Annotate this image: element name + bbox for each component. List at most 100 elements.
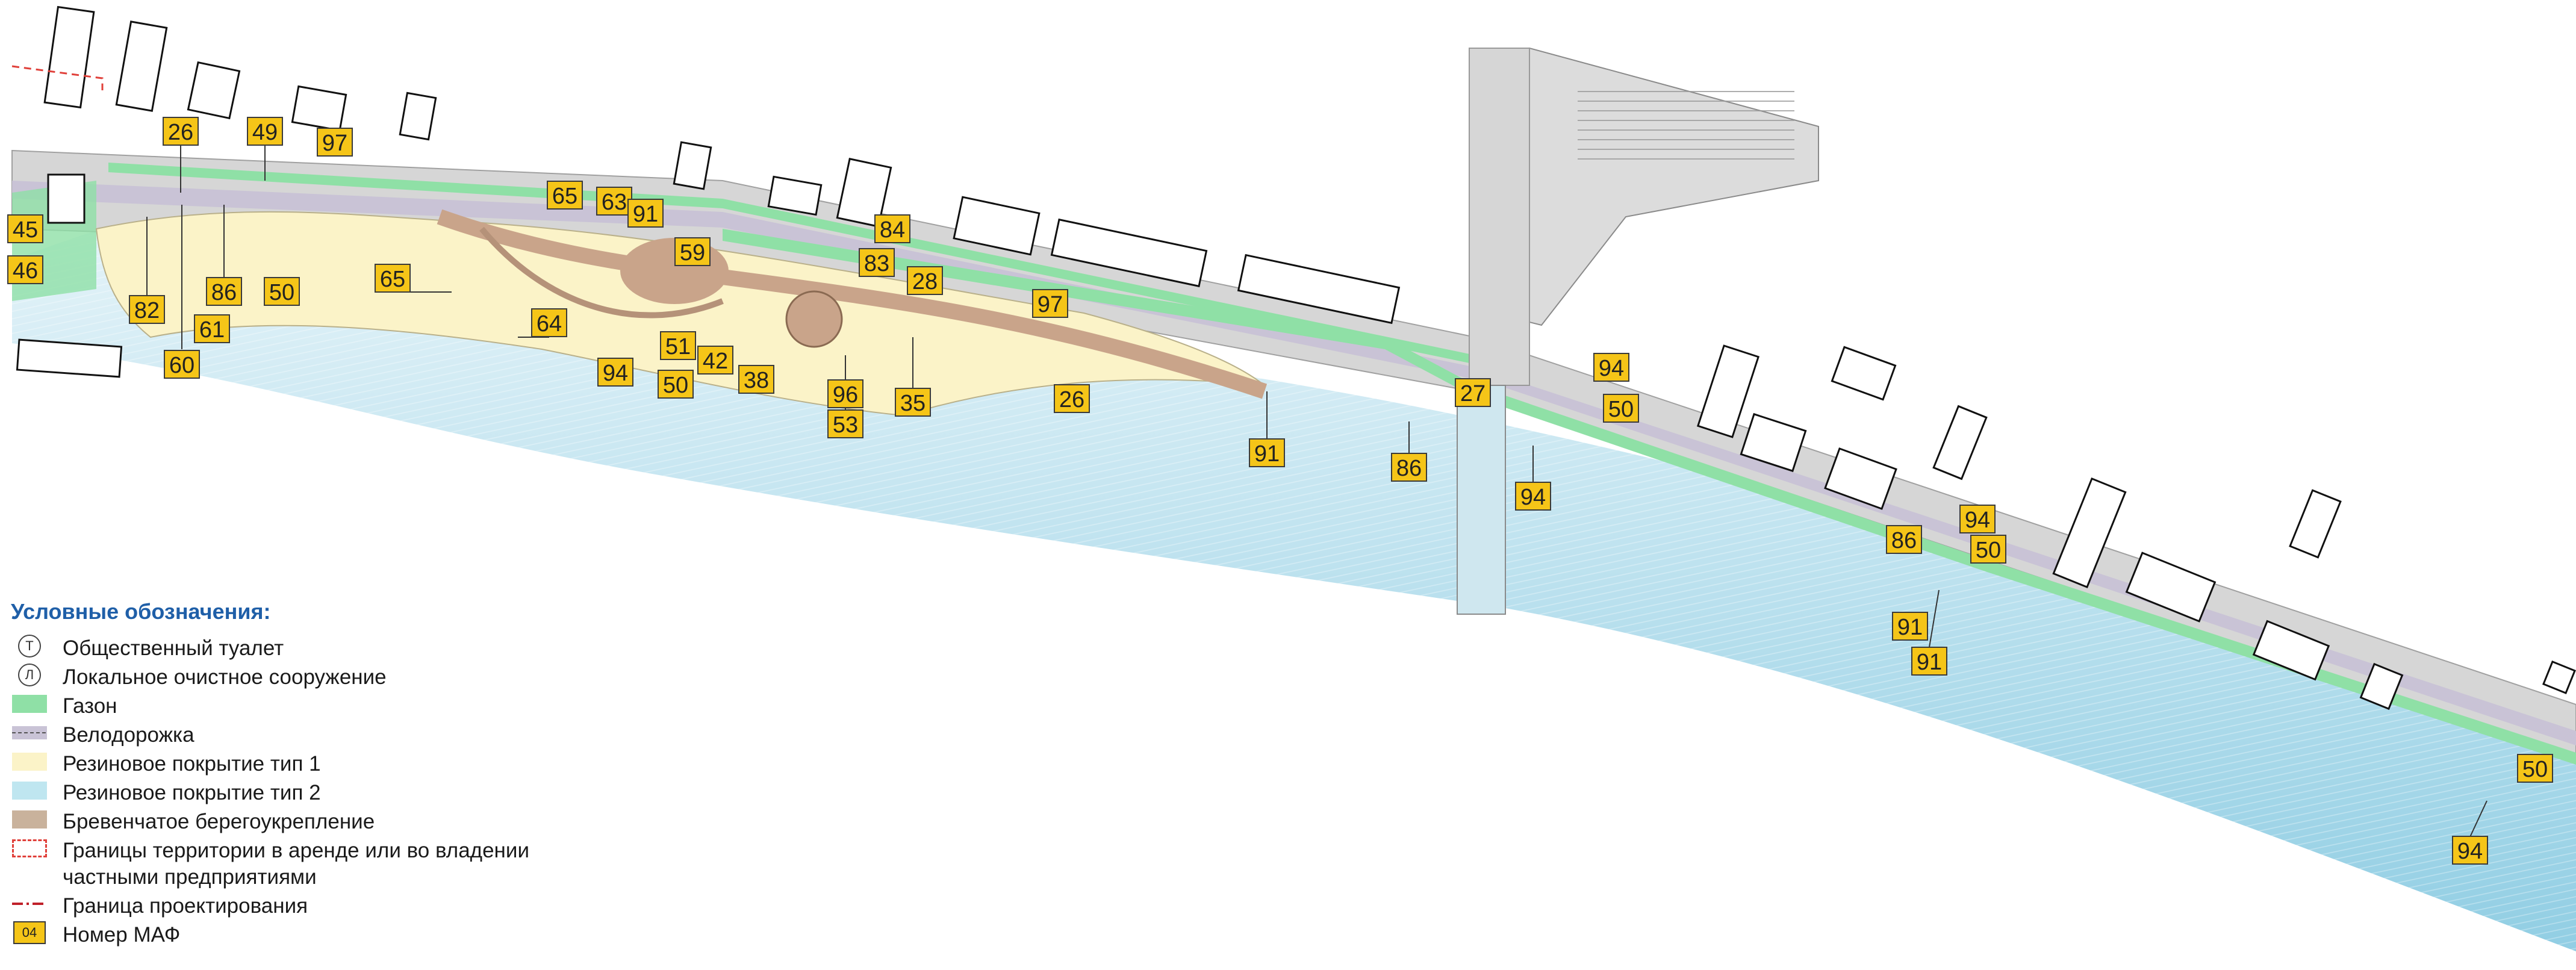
maf-label-box xyxy=(895,388,931,417)
maf-label: 26 xyxy=(1054,384,1090,413)
legend-label: Локальное очистное сооружение xyxy=(63,665,387,689)
maf-label-number: 65 xyxy=(552,184,577,209)
bike-lane-swatch xyxy=(12,726,47,739)
maf-label: 94 xyxy=(597,358,633,387)
lawn-swatch xyxy=(12,695,47,713)
maf-label: 96 xyxy=(827,379,863,408)
maf-label: 82 xyxy=(129,295,165,324)
maf-label: 84 xyxy=(874,214,910,243)
maf-label-box xyxy=(697,346,733,375)
maf-label: 38 xyxy=(738,365,774,394)
maf-label: 51 xyxy=(660,331,696,360)
treatment-facility-icon: Л xyxy=(18,664,41,686)
maf-label: 91 xyxy=(1249,438,1285,467)
maf-label-number: 83 xyxy=(864,251,889,276)
toilet-icon: Т xyxy=(18,635,41,658)
legend-item-design-boundary: Граница проектирования xyxy=(11,893,553,919)
maf-label-box xyxy=(375,264,411,293)
maf-label: 86 xyxy=(1391,453,1427,482)
maf-label-number: 49 xyxy=(252,120,278,145)
maf-label: 65 xyxy=(547,181,583,210)
maf-label-box xyxy=(660,331,696,360)
maf-label: 63 xyxy=(596,187,632,216)
maf-label-box xyxy=(827,379,863,408)
legend-item-private-boundary: Границы территории в аренде или во владе… xyxy=(11,838,553,891)
maf-label-number: 97 xyxy=(1038,292,1063,317)
maf-label-number: 45 xyxy=(13,217,38,243)
maf-label-number: 50 xyxy=(269,280,294,305)
maf-label-number: 65 xyxy=(380,267,405,292)
maf-label-box xyxy=(163,117,199,146)
maf-label: 28 xyxy=(907,266,943,295)
maf-label-number: 53 xyxy=(833,412,858,438)
maf-label-box xyxy=(1455,378,1491,407)
maf-label-number: 96 xyxy=(833,382,858,408)
maf-label-box xyxy=(738,365,774,394)
maf-label-number: 63 xyxy=(602,190,627,215)
walking-paths xyxy=(437,209,1268,399)
maf-label: 45 xyxy=(7,214,43,243)
maf-label-box xyxy=(129,295,165,324)
legend-item-log-revetment: Бревенчатое берегоукрепление xyxy=(11,809,553,835)
parking-lot xyxy=(1457,47,1819,615)
maf-label-box xyxy=(627,199,664,228)
maf-label-box xyxy=(317,128,353,157)
maf-label: 91 xyxy=(1892,612,1928,641)
legend-item-maf: 04 Номер МАФ xyxy=(11,921,553,948)
maf-label-number: 51 xyxy=(665,334,691,359)
maf-label-box xyxy=(907,266,943,295)
maf-label: 59 xyxy=(674,237,711,266)
maf-label-number: 91 xyxy=(1897,615,1923,640)
maf-label: 60 xyxy=(164,350,200,379)
maf-label-box xyxy=(206,277,242,306)
maf-label-number: 86 xyxy=(1396,456,1422,481)
maf-label: 61 xyxy=(194,314,230,343)
maf-label-number: 42 xyxy=(703,349,728,374)
maf-label-number: 94 xyxy=(603,361,628,386)
maf-label: 42 xyxy=(697,346,733,375)
maf-label: 26 xyxy=(163,117,199,146)
legend-item-rubber-1: Резиновое покрытие тип 1 xyxy=(11,751,553,777)
maf-label-number: 61 xyxy=(199,317,225,343)
maf-label-number: 94 xyxy=(2457,839,2483,864)
maf-label-box xyxy=(1970,535,2006,564)
maf-label-number: 35 xyxy=(900,391,926,416)
maf-label-number: 86 xyxy=(1891,528,1917,553)
maf-label: 46 xyxy=(7,255,43,284)
maf-label-box xyxy=(859,248,895,277)
maf-label: 64 xyxy=(531,308,567,337)
maf-label-number: 59 xyxy=(680,240,705,266)
maf-label: 50 xyxy=(1970,535,2006,564)
maf-label-number: 46 xyxy=(13,258,38,284)
maf-label-box xyxy=(531,308,567,337)
private-boundary-swatch xyxy=(12,839,47,857)
maf-label-box xyxy=(597,358,633,387)
maf-label-number: 50 xyxy=(1976,538,2001,563)
maf-label: 86 xyxy=(206,277,242,306)
legend: Условные обозначения: Т Общественный туа… xyxy=(11,599,553,951)
maf-label-number: 94 xyxy=(1965,508,1990,533)
maf-label-box xyxy=(827,409,863,438)
maf-label-number: 82 xyxy=(134,298,160,323)
legend-label: Резиновое покрытие тип 2 xyxy=(63,781,321,804)
maf-label: 94 xyxy=(1959,505,1996,533)
legend-item-toilet: Т Общественный туалет xyxy=(11,635,553,662)
maf-label-number: 91 xyxy=(633,202,658,227)
maf-label-box xyxy=(1886,525,1922,554)
river xyxy=(12,213,2576,970)
legend-label: Бревенчатое берегоукрепление xyxy=(63,810,375,833)
maf-label-box xyxy=(1054,384,1090,413)
rubber-type1-swatch xyxy=(12,753,47,771)
maf-label-number: 97 xyxy=(322,131,347,156)
legend-label: Номер МАФ xyxy=(63,923,181,947)
maf-label: 50 xyxy=(658,370,694,399)
rubber-type2-swatch xyxy=(12,782,47,800)
maf-label: 83 xyxy=(859,248,895,277)
maf-label: 49 xyxy=(247,117,283,146)
maf-label-box xyxy=(674,237,711,266)
maf-label: 50 xyxy=(2517,754,2553,783)
maf-label-box xyxy=(2452,836,2488,865)
maf-label-number: 60 xyxy=(169,353,194,378)
maf-label: 97 xyxy=(317,128,353,157)
maf-label: 94 xyxy=(2452,836,2488,865)
